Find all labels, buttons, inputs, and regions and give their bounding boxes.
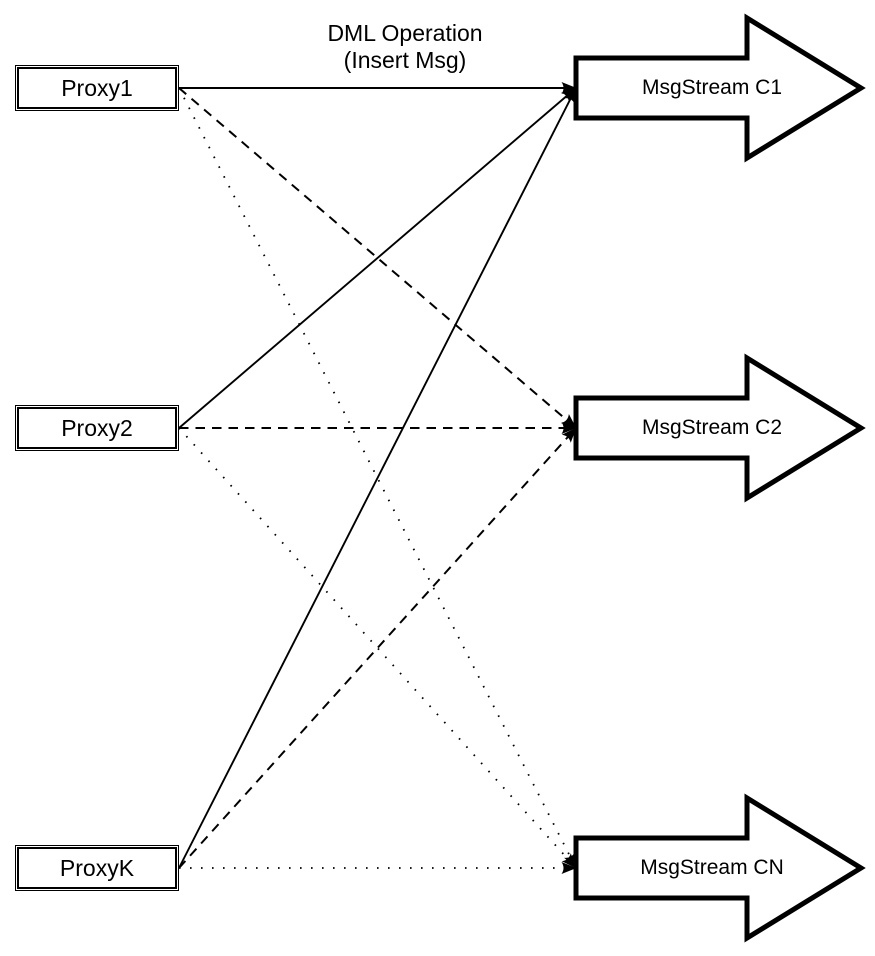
proxy2-box: Proxy2 bbox=[15, 405, 179, 451]
proxy1-label: Proxy1 bbox=[61, 74, 133, 101]
diagram-title-line2: (Insert Msg) bbox=[343, 47, 467, 73]
msgstream-c1-arrow bbox=[573, 13, 866, 163]
msgstream-cn-arrow bbox=[573, 793, 866, 943]
proxy1-box: Proxy1 bbox=[15, 65, 179, 111]
edge-proxy2-c1 bbox=[178, 87, 577, 429]
proxyk-label: ProxyK bbox=[59, 854, 135, 881]
msgstream-c2-label: MsgStream C2 bbox=[641, 416, 783, 439]
edge-proxy1-c2 bbox=[178, 87, 577, 429]
msgstream-c1-label: MsgStream C1 bbox=[641, 76, 783, 99]
diagram-title: DML Operation (Insert Msg) bbox=[255, 20, 555, 74]
msgstream-c2-arrow bbox=[573, 353, 866, 503]
diagram-title-line1: DML Operation bbox=[327, 20, 483, 46]
proxyk-box: ProxyK bbox=[15, 845, 179, 891]
edge-proxyk-c1 bbox=[178, 87, 577, 869]
msgstream-cn-label: MsgStream CN bbox=[640, 856, 784, 879]
proxy2-label: Proxy2 bbox=[61, 414, 133, 441]
